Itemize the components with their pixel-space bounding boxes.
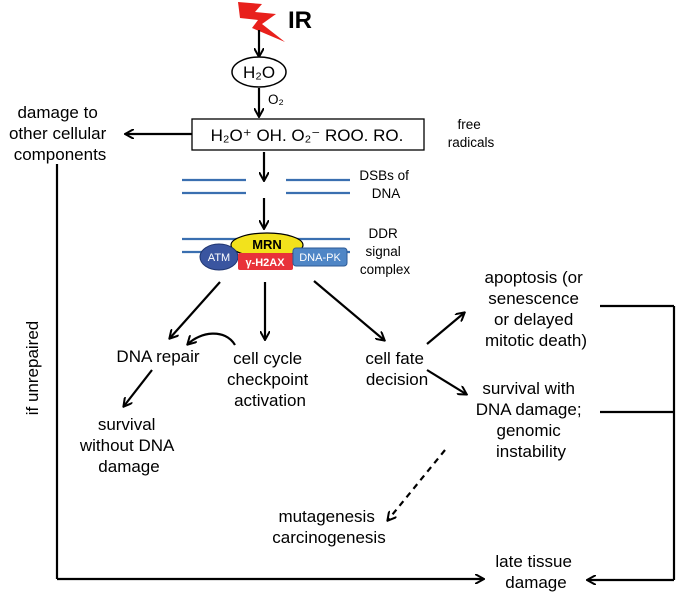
water-label: H₂O: [243, 63, 275, 82]
radical-item: O₂⁻: [291, 126, 320, 145]
free-radicals-box: [191, 118, 425, 151]
radical-item: ROO.: [325, 126, 368, 145]
free-radicals-caption: free radicals: [448, 117, 495, 150]
apoptosis-label: apoptosis (or senescence or delayed mito…: [484, 268, 587, 350]
dnapk-label: DNA-PK: [299, 252, 341, 264]
water-ellipse: [231, 56, 287, 88]
other-damage-label: damage to other cellular components: [9, 103, 111, 164]
dna-repair-label: DNA repair: [116, 347, 199, 366]
arrow-ddr-to-fate: [313, 280, 384, 340]
ir-label: IR: [288, 7, 312, 34]
if-unrepaired-label: if unrepaired: [23, 321, 42, 416]
h2ax-box: [238, 253, 293, 270]
dnapk-box: [292, 247, 348, 267]
o2-label: O₂: [268, 92, 284, 107]
survival-without-damage-label: survival without DNA damage: [79, 415, 178, 476]
arrow-checkpoint-to-repair: [188, 332, 236, 345]
cell-fate-label: cell fate decision: [365, 349, 428, 389]
arrow-ddr-to-repair: [170, 281, 221, 338]
mrn-label: MRN: [252, 237, 282, 252]
arrow-repair-to-survival: [124, 369, 153, 406]
arrow-fate-to-survival-damage: [426, 369, 466, 394]
ddr-complex: MRN ATM γ-H2AX DNA-PK: [182, 232, 350, 271]
dsb-dna-strands: [182, 178, 350, 195]
free-radicals-list: H₂O⁺ OH. O₂⁻ ROO. RO.: [211, 126, 404, 145]
survival-with-damage-label: survival with DNA damage; genomic instab…: [476, 379, 587, 461]
arrow-survival-to-mutagenesis: [388, 449, 446, 520]
arrow-fate-to-apoptosis: [426, 313, 464, 345]
late-damage-label: late tissue damage: [495, 552, 576, 592]
radical-item: RO.: [373, 126, 403, 145]
ddr-label: DDR signal complex: [360, 226, 411, 277]
h2ax-label: γ-H2AX: [245, 257, 285, 269]
atm-label: ATM: [208, 252, 230, 264]
mutagenesis-label: mutagenesis carcinogenesis: [272, 507, 385, 547]
checkpoint-label: cell cycle checkpoint activation: [227, 349, 313, 410]
dsb-label: DSBs of DNA: [359, 168, 412, 201]
radical-item: H₂O⁺: [211, 126, 252, 145]
radical-item: OH.: [256, 126, 286, 145]
lightning-icon: [238, 2, 285, 42]
